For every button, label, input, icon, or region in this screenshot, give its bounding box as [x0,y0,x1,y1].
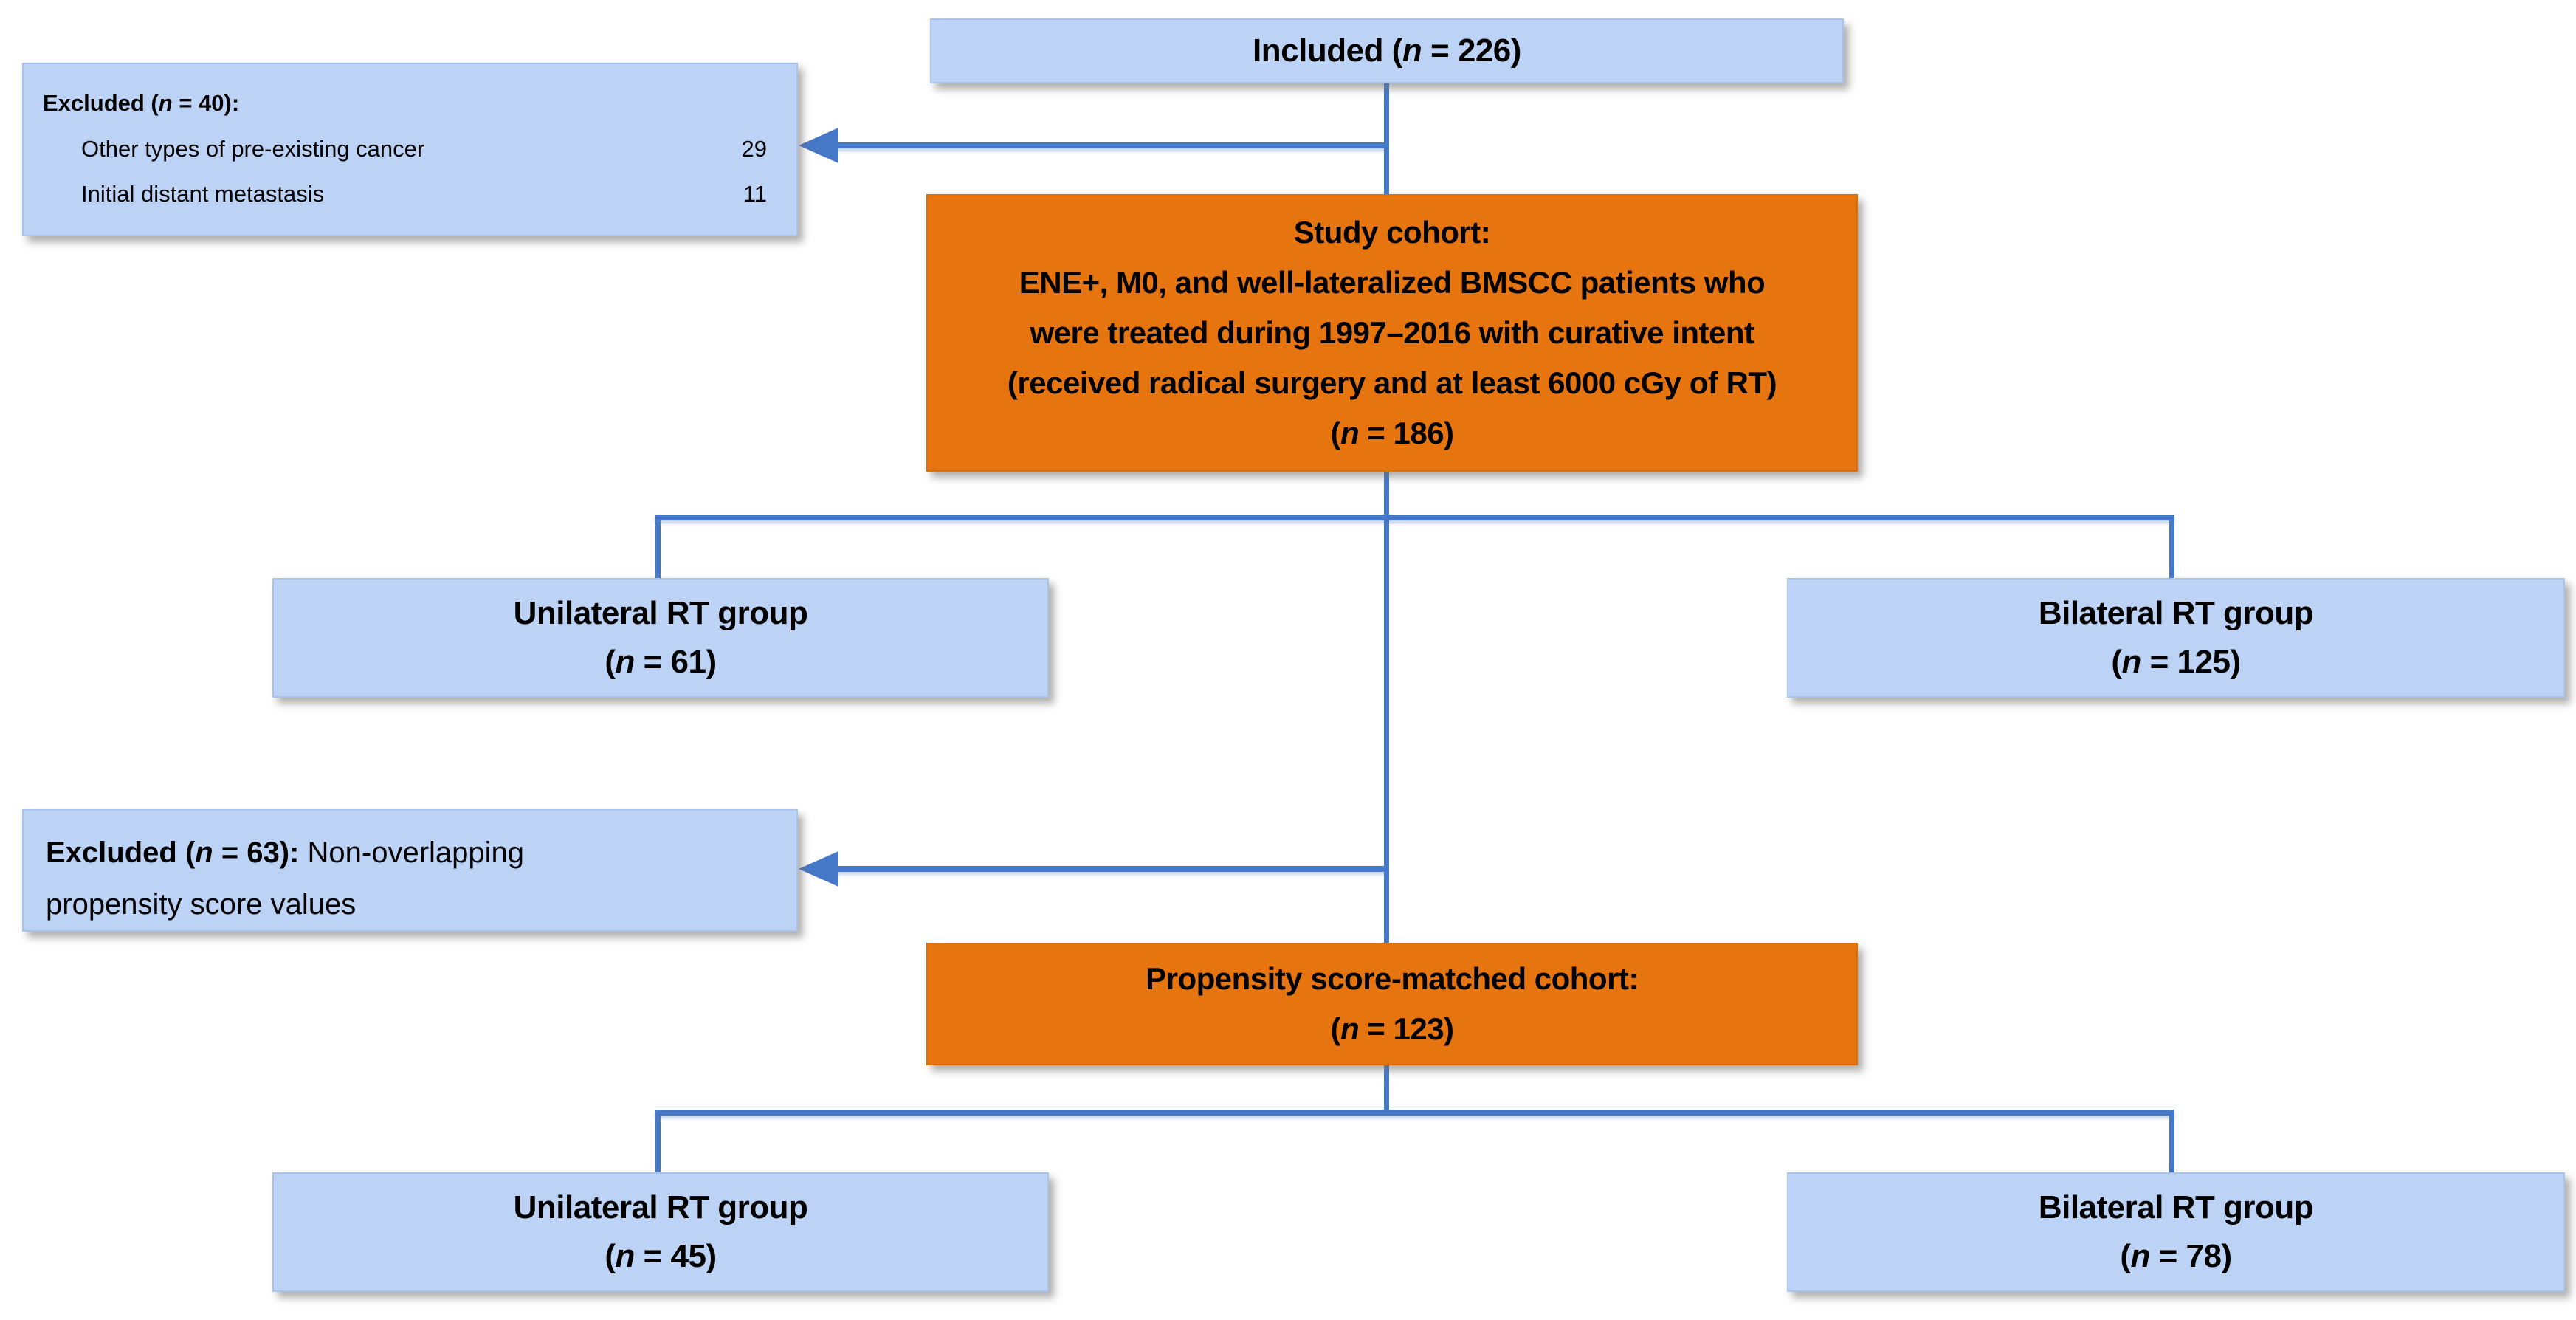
drop-to-unilateral-initial [655,517,661,579]
excluded-reason-count: 29 [741,136,767,162]
excluded-top-title: Excluded (n = 40): [43,90,240,116]
connector-cohort-to-psm [1384,471,1389,943]
group-n: (n = 78) [2120,1238,2232,1274]
unilateral-matched-box: Unilateral RT group (n = 45) [272,1172,1049,1292]
group-n: (n = 61) [605,644,717,680]
study-cohort-box: Study cohort: ENE+, M0, and well-lateral… [926,194,1858,472]
group-title: Bilateral RT group [2038,1189,2314,1226]
excluded-reason-label: Other types of pre-existing cancer [81,136,425,162]
psm-cohort-n: (n = 123) [1330,1011,1454,1046]
arrow-to-excluded-top-icon [799,128,838,163]
group-n: (n = 125) [2111,644,2241,680]
arrow-to-excluded-psm-icon [799,851,838,887]
psm-cohort-title: Propensity score-matched cohort: [1146,961,1639,996]
included-box: Included (n = 226) [930,18,1844,83]
excluded-reason-label: Initial distant metastasis [81,181,325,207]
drop-to-bilateral-initial [2169,517,2174,579]
unilateral-initial-box: Unilateral RT group (n = 61) [272,578,1049,698]
excluded-top-row: Initial distant metastasis 11 [81,171,767,216]
connector-included-to-cohort [1384,83,1389,196]
study-cohort-n: (n = 186) [1330,416,1454,450]
split-line-matched-groups [655,1110,2174,1116]
group-title: Unilateral RT group [513,595,808,631]
excluded-psm-line1: Excluded (n = 63): Non-overlapping [46,836,525,869]
connector-psm-to-split [1384,1064,1389,1113]
connector-excluded-top-line [833,142,1388,148]
bilateral-matched-box: Bilateral RT group (n = 78) [1787,1172,2565,1292]
group-title: Unilateral RT group [513,1189,808,1226]
study-cohort-line: ENE+, M0, and well-lateralized BMSCC pat… [1019,265,1766,300]
group-title: Bilateral RT group [2038,595,2314,631]
split-line-initial-groups [655,515,2174,520]
connector-excluded-psm-line [833,866,1388,872]
drop-to-bilateral-matched [2169,1112,2174,1173]
excluded-top-row: Other types of pre-existing cancer 29 [81,126,767,171]
group-n: (n = 45) [605,1238,717,1274]
bilateral-initial-box: Bilateral RT group (n = 125) [1787,578,2565,698]
excluded-top-box: Excluded (n = 40): Other types of pre-ex… [22,63,798,236]
study-cohort-line: were treated during 1997–2016 with curat… [1030,315,1754,350]
drop-to-unilateral-matched [655,1112,661,1173]
psm-cohort-box: Propensity score-matched cohort: (n = 12… [926,943,1858,1065]
study-cohort-line: (received radical surgery and at least 6… [1007,365,1777,400]
included-label: Included (n = 226) [1253,32,1521,69]
excluded-reason-count: 11 [743,181,767,207]
excluded-psm-box: Excluded (n = 63): Non-overlapping prope… [22,809,798,932]
study-cohort-line: Study cohort: [1293,215,1491,250]
excluded-psm-line2: propensity score values [46,888,357,921]
